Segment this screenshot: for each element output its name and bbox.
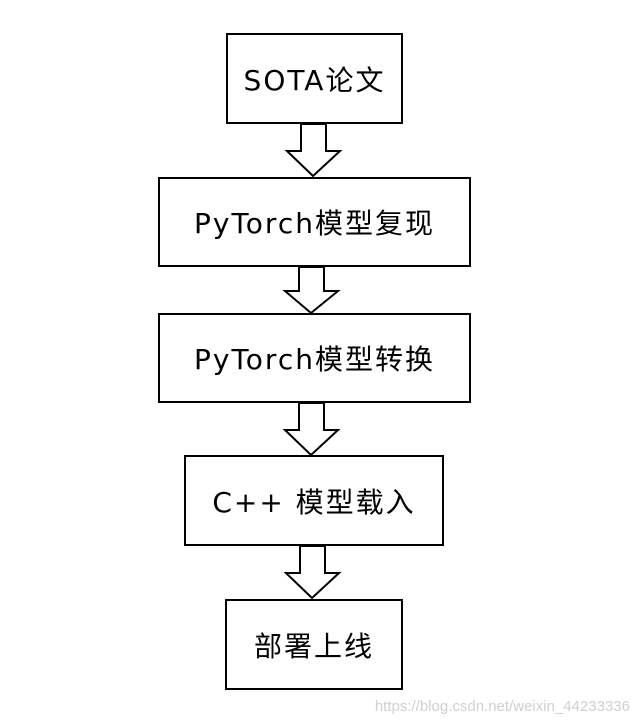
down-arrow-icon [282, 266, 341, 315]
flow-step-deploy: 部署上线 [225, 599, 403, 690]
down-arrow-icon [284, 123, 343, 178]
flow-step-label: SOTA论文 [243, 63, 386, 97]
flow-step-pytorch-convert: PyTorch模型转换 [158, 313, 471, 403]
flow-step-label: C++ 模型载入 [212, 485, 416, 519]
watermark: https://blog.csdn.net/weixin_44233336 [374, 698, 630, 715]
flow-step-label: PyTorch模型转换 [194, 343, 435, 376]
flow-step-label: PyTorch模型复现 [194, 207, 435, 240]
flow-step-pytorch-reproduce: PyTorch模型复现 [158, 177, 471, 267]
down-arrow-icon [282, 402, 341, 457]
flow-step-cpp-load: C++ 模型载入 [184, 455, 444, 546]
down-arrow-icon [283, 545, 342, 600]
flow-step-sota-paper: SOTA论文 [226, 33, 403, 124]
flow-step-label: 部署上线 [253, 629, 374, 663]
